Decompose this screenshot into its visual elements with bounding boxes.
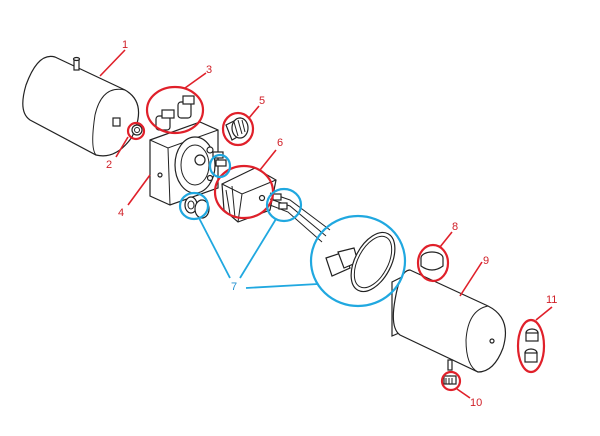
callout-4: 4 [118, 174, 151, 219]
terminal-fittings-11 [524, 328, 539, 363]
fitting-2 [131, 124, 143, 136]
reservoir-cylinder-left [22, 55, 140, 157]
callout-label-4: 4 [118, 207, 124, 219]
callout-8: 8 [416, 221, 458, 283]
drain-plug-10 [443, 375, 457, 385]
callout-2: 2 [106, 121, 146, 171]
callout-label-2: 2 [106, 159, 112, 171]
motor-cylinder-9 [391, 269, 507, 373]
callout-label-1: 1 [122, 39, 128, 51]
motor-cap-8 [420, 251, 444, 271]
callout-label-10: 10 [470, 397, 482, 409]
elbow-fittings-3 [155, 95, 195, 131]
callout-label-3: 3 [206, 64, 212, 76]
suction-filter [325, 231, 396, 293]
callout-label-11: 11 [546, 294, 557, 306]
pump-rods [269, 192, 331, 243]
callout-5: 5 [221, 95, 265, 147]
callout-1: 1 [99, 39, 128, 77]
callout-10: 10 [440, 370, 482, 409]
callout-label-6: 6 [277, 137, 283, 149]
filter-cartridge-5 [225, 117, 249, 141]
callout-11: 11 [516, 294, 557, 374]
manifold-block [149, 121, 219, 206]
callout-label-5: 5 [259, 95, 265, 107]
callout-label-9: 9 [483, 255, 489, 267]
o-rings [184, 196, 210, 219]
callout-3: 3 [145, 64, 212, 135]
callout-label-7: 7 [231, 281, 237, 293]
callout-label-8: 8 [452, 221, 458, 233]
callout-7: 7 [178, 153, 407, 308]
callout-9: 9 [459, 255, 489, 297]
